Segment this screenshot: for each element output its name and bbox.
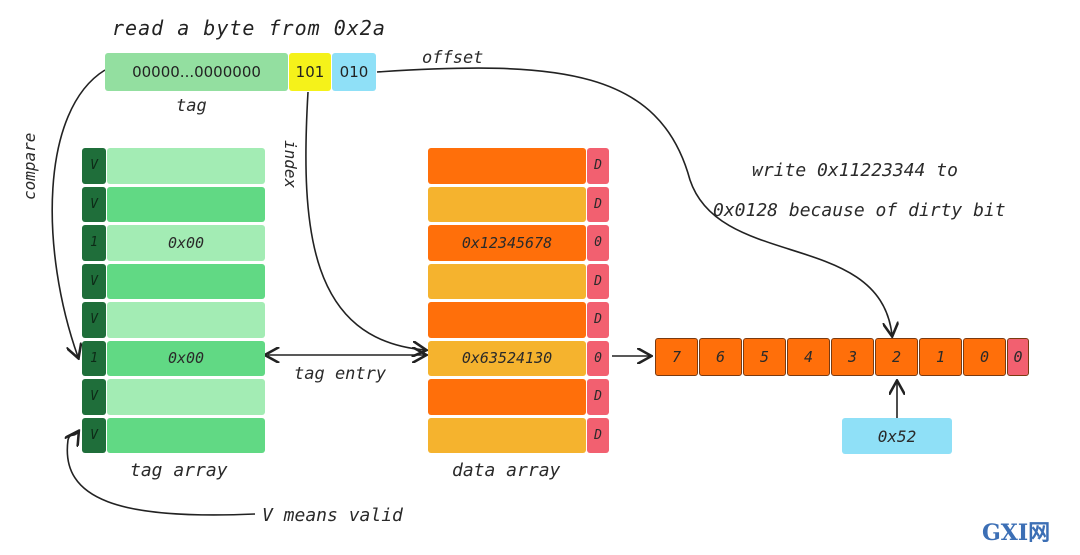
write-note-line2: 0x0128 because of dirty bit <box>713 200 1006 221</box>
index-label: index <box>281 140 300 189</box>
data-array-label: data array <box>452 460 561 481</box>
tag-bits-field: 00000...0000000 <box>105 53 288 91</box>
tag-valid-cell: V <box>82 379 106 415</box>
tag-valid-cell: 1 <box>82 340 106 376</box>
data-entry-cell <box>428 186 586 222</box>
data-entry-cell <box>428 417 586 453</box>
dirty-bit-cell: 0 <box>587 340 609 376</box>
tag-valid-cell: V <box>82 302 106 338</box>
byte-cell: 5 <box>743 338 786 376</box>
dirty-bit-cell: D <box>587 186 609 222</box>
byte-cell: 1 <box>919 338 962 376</box>
offset-arrow <box>376 67 892 335</box>
tag-valid-cell: V <box>82 417 106 453</box>
data-entry-cell <box>428 379 586 415</box>
data-entry-cell <box>428 148 586 184</box>
data-entry-cell: 0x63524130 <box>428 340 586 376</box>
byte-cell: 4 <box>787 338 830 376</box>
tag-array-label: tag array <box>130 460 228 481</box>
byte-cell: 7 <box>655 338 698 376</box>
byte-dirty-cell: 0 <box>1007 338 1029 376</box>
byte-cell: 3 <box>831 338 874 376</box>
byte-cell: 0 <box>963 338 1006 376</box>
write-note-line1: write 0x11223344 to <box>752 160 958 181</box>
dirty-bit-cell: D <box>587 148 609 184</box>
dirty-bit-cell: D <box>587 263 609 299</box>
offset-label: offset <box>422 48 484 68</box>
valid-note-arrow <box>67 432 256 516</box>
index-arrow <box>305 91 425 350</box>
dirty-bit-cell: 0 <box>587 225 609 261</box>
tag-valid-cell: V <box>82 186 106 222</box>
tag-entry-cell <box>107 302 265 338</box>
tag-entry-cell: 0x00 <box>107 225 265 261</box>
byte-cell: 2 <box>875 338 918 376</box>
tag-entry-cell <box>107 148 265 184</box>
tag-entry-cell: 0x00 <box>107 340 265 376</box>
tag-valid-cell: V <box>82 148 106 184</box>
tag-entry-cell <box>107 263 265 299</box>
compare-label: compare <box>20 132 39 200</box>
write-value-box: 0x52 <box>842 418 952 454</box>
data-entry-cell <box>428 263 586 299</box>
byte-cell: 6 <box>699 338 742 376</box>
tag-label: tag <box>176 96 207 116</box>
offset-bits-field: 010 <box>332 53 376 91</box>
watermark-logo: GXI网 <box>982 520 1051 546</box>
tag-entry-cell <box>107 186 265 222</box>
data-entry-cell: 0x12345678 <box>428 225 586 261</box>
index-bits-field: 101 <box>289 53 331 91</box>
data-entry-cell <box>428 302 586 338</box>
dirty-bit-cell: D <box>587 302 609 338</box>
tag-entry-label: tag entry <box>294 364 387 384</box>
compare-arrow <box>51 69 106 357</box>
tag-entry-cell <box>107 417 265 453</box>
dirty-bit-cell: D <box>587 379 609 415</box>
tag-entry-cell <box>107 379 265 415</box>
valid-note: V means valid <box>262 505 403 526</box>
address-title: read a byte from 0x2a <box>112 16 386 40</box>
tag-valid-cell: 1 <box>82 225 106 261</box>
tag-valid-cell: V <box>82 263 106 299</box>
dirty-bit-cell: D <box>587 417 609 453</box>
